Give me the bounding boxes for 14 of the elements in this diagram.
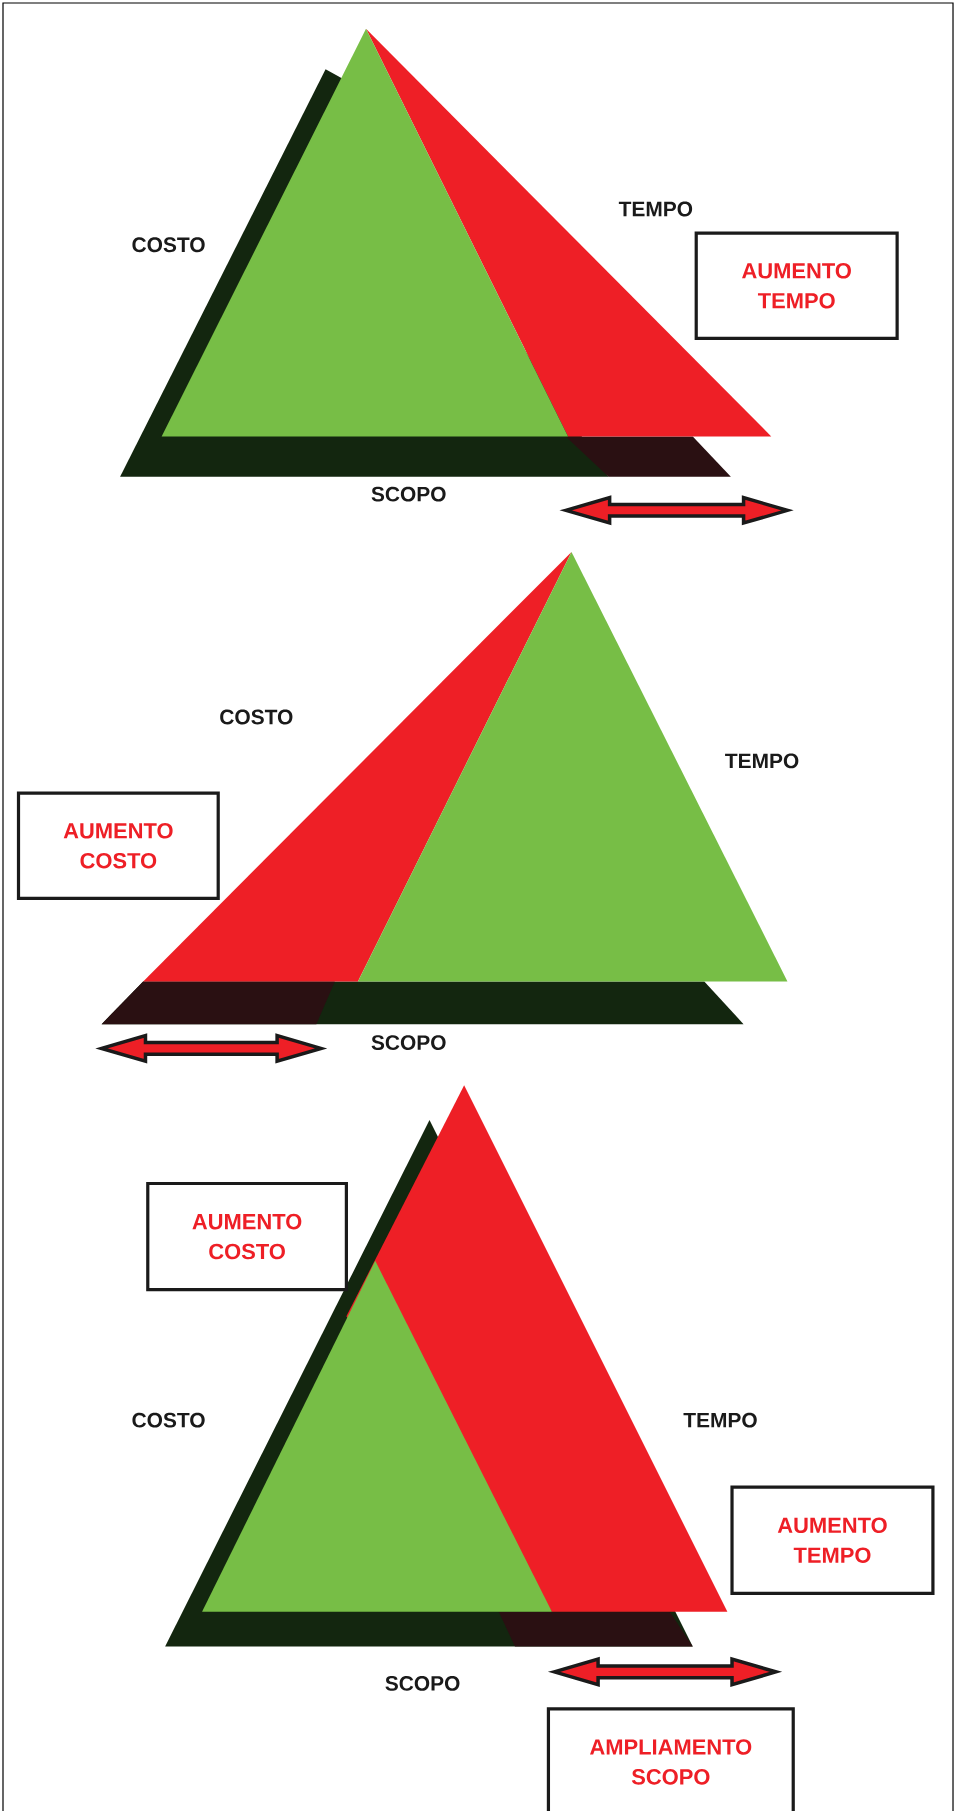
side-label: SCOPO [371,486,446,502]
side-label: SCOPO [371,1035,446,1050]
text-box: AUMENTO COSTO [16,791,220,900]
side-label: TEMPO [725,753,799,769]
text-box: AUMENTO COSTO [146,1181,348,1292]
side-label: COSTO [132,1412,205,1428]
side-label: COSTO [220,709,293,725]
side-label: SCOPO [385,1676,460,1691]
text-box: AUMENTO TEMPO [694,231,899,340]
side-label: COSTO [132,237,205,253]
text-box: AMPLIAMENTO SCOPO [546,1707,795,1811]
text-box: AUMENTO TEMPO [730,1485,935,1595]
side-label: TEMPO [618,201,693,217]
side-label: TEMPO [683,1412,757,1428]
